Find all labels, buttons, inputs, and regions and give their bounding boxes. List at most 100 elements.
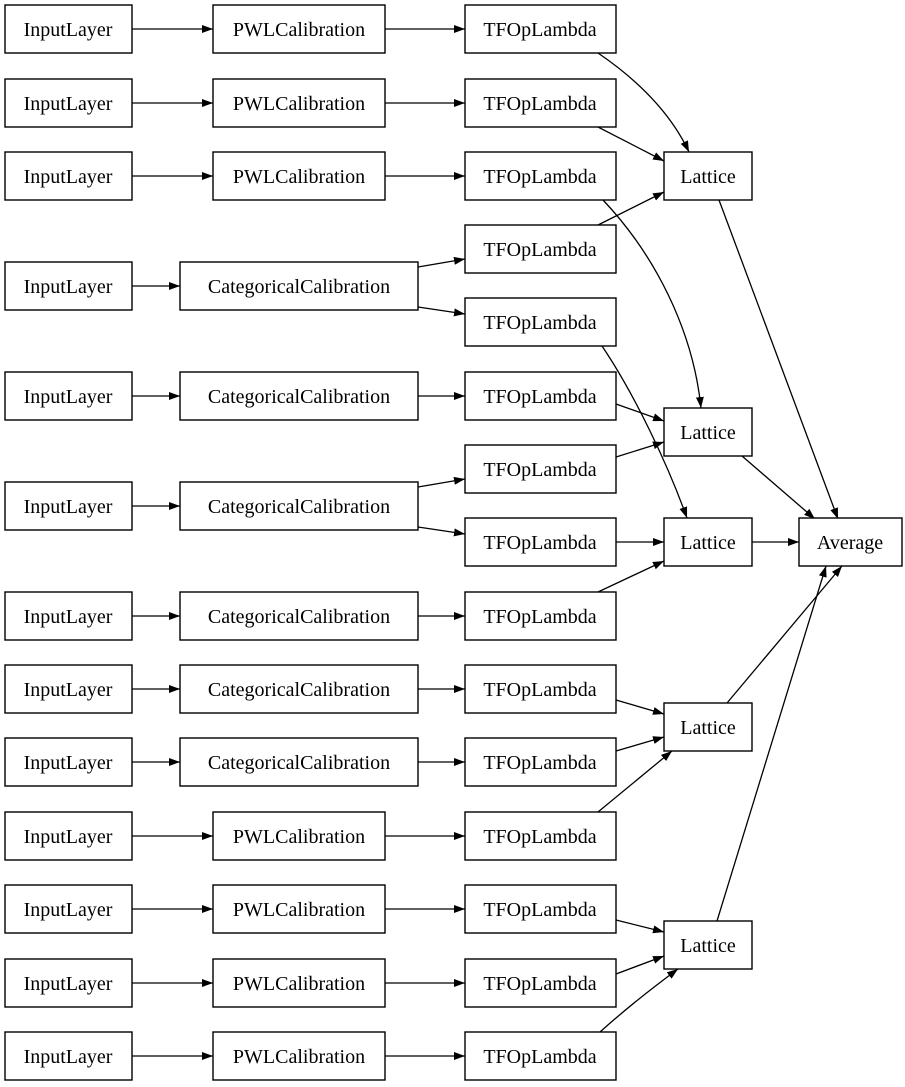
node-categorical-calibration-4: CategoricalCalibration: [179, 591, 419, 641]
node-input-layer-13: InputLayer: [4, 1031, 133, 1081]
node-label: PWLCalibration: [233, 93, 365, 115]
node-pwl-calibration-1: PWLCalibration: [212, 4, 386, 54]
edge-lambda10-lattice4: [615, 699, 665, 715]
node-label: TFOpLambda: [483, 386, 596, 408]
node-input-layer-7: InputLayer: [4, 591, 133, 641]
edge-lambda14-lattice5: [615, 955, 665, 975]
node-tfoplambda-6: TFOpLambda: [464, 371, 617, 421]
node-box: [464, 884, 617, 934]
node-box: [464, 1031, 617, 1081]
node-label: TFOpLambda: [483, 899, 596, 921]
node-label: PWLCalibration: [233, 826, 365, 848]
node-label: TFOpLambda: [483, 312, 596, 334]
node-box: [4, 958, 133, 1008]
node-input-layer-2: InputLayer: [4, 78, 133, 128]
node-box: [179, 591, 419, 641]
node-label: TFOpLambda: [483, 93, 596, 115]
node-box: [464, 151, 617, 201]
node-label: Lattice: [680, 935, 736, 957]
node-box: [179, 664, 419, 714]
node-box: [464, 811, 617, 861]
node-lattice-1: Lattice: [663, 151, 753, 201]
node-tfoplambda-1: TFOpLambda: [464, 4, 617, 54]
node-label: TFOpLambda: [483, 752, 596, 774]
node-lattice-5: Lattice: [663, 920, 753, 970]
edge-lambda5-lattice3: [601, 345, 688, 519]
node-categorical-calibration-3: CategoricalCalibration: [179, 481, 419, 531]
node-box: [212, 1031, 386, 1081]
node-label: InputLayer: [24, 93, 113, 115]
node-label: TFOpLambda: [483, 1046, 596, 1068]
node-pwl-calibration-4: PWLCalibration: [212, 811, 386, 861]
node-label: CategoricalCalibration: [208, 679, 390, 701]
node-box: [4, 591, 133, 641]
node-tfoplambda-15: TFOpLambda: [464, 1031, 617, 1081]
node-pwl-calibration-7: PWLCalibration: [212, 1031, 386, 1081]
node-label: TFOpLambda: [483, 166, 596, 188]
node-pwl-calibration-6: PWLCalibration: [212, 958, 386, 1008]
node-label: Lattice: [680, 166, 736, 188]
node-box: [4, 664, 133, 714]
node-label: CategoricalCalibration: [208, 276, 390, 298]
node-box: [179, 261, 419, 311]
node-box: [4, 78, 133, 128]
node-pwl-calibration-2: PWLCalibration: [212, 78, 386, 128]
edge-calibration4-lambda5: [417, 306, 466, 317]
node-label: Lattice: [680, 717, 736, 739]
node-box: [663, 151, 753, 201]
node-box: [212, 811, 386, 861]
node-input-layer-9: InputLayer: [4, 737, 133, 787]
node-label: TFOpLambda: [483, 532, 596, 554]
edge-calibration6-lambda7: [417, 476, 466, 488]
edge-calibration6-lambda8: [417, 526, 466, 537]
node-label: InputLayer: [24, 1046, 113, 1068]
node-input-layer-12: InputLayer: [4, 958, 133, 1008]
edge-lambda3-lattice2: [602, 199, 704, 409]
node-categorical-calibration-6: CategoricalCalibration: [179, 737, 419, 787]
node-tfoplambda-2: TFOpLambda: [464, 78, 617, 128]
node-box: [663, 920, 753, 970]
node-box: [4, 4, 133, 54]
node-box: [464, 297, 617, 347]
node-box: [4, 371, 133, 421]
node-label: CategoricalCalibration: [208, 496, 390, 518]
node-box: [464, 444, 617, 494]
node-lattice-3: Lattice: [663, 517, 753, 567]
node-input-layer-5: InputLayer: [4, 371, 133, 421]
node-tfoplambda-5: TFOpLambda: [464, 297, 617, 347]
node-box: [212, 151, 386, 201]
node-tfoplambda-4: TFOpLambda: [464, 224, 617, 274]
node-label: CategoricalCalibration: [208, 752, 390, 774]
node-label: TFOpLambda: [483, 826, 596, 848]
node-box: [464, 78, 617, 128]
node-label: PWLCalibration: [233, 973, 365, 995]
node-lattice-2: Lattice: [663, 407, 753, 457]
node-categorical-calibration-1: CategoricalCalibration: [179, 261, 419, 311]
node-tfoplambda-9: TFOpLambda: [464, 591, 617, 641]
edge-lambda2-lattice1: [597, 126, 665, 162]
edge-lattice2-average: [741, 455, 816, 520]
node-label: InputLayer: [24, 606, 113, 628]
node-average: Average: [798, 517, 903, 567]
node-label: TFOpLambda: [483, 19, 596, 41]
node-input-layer-11: InputLayer: [4, 884, 133, 934]
edge-lattice5-average: [716, 565, 827, 922]
node-label: Lattice: [680, 532, 736, 554]
node-box: [663, 517, 753, 567]
node-label: InputLayer: [24, 899, 113, 921]
node-label: InputLayer: [24, 166, 113, 188]
node-label: InputLayer: [24, 386, 113, 408]
node-label: Lattice: [680, 422, 736, 444]
node-input-layer-10: InputLayer: [4, 811, 133, 861]
edge-lambda11-lattice4: [615, 736, 665, 752]
node-tfoplambda-11: TFOpLambda: [464, 737, 617, 787]
node-box: [179, 371, 419, 421]
node-categorical-calibration-5: CategoricalCalibration: [179, 664, 419, 714]
node-label: TFOpLambda: [483, 973, 596, 995]
node-box: [4, 151, 133, 201]
node-label: CategoricalCalibration: [208, 606, 390, 628]
node-tfoplambda-10: TFOpLambda: [464, 664, 617, 714]
node-pwl-calibration-5: PWLCalibration: [212, 884, 386, 934]
